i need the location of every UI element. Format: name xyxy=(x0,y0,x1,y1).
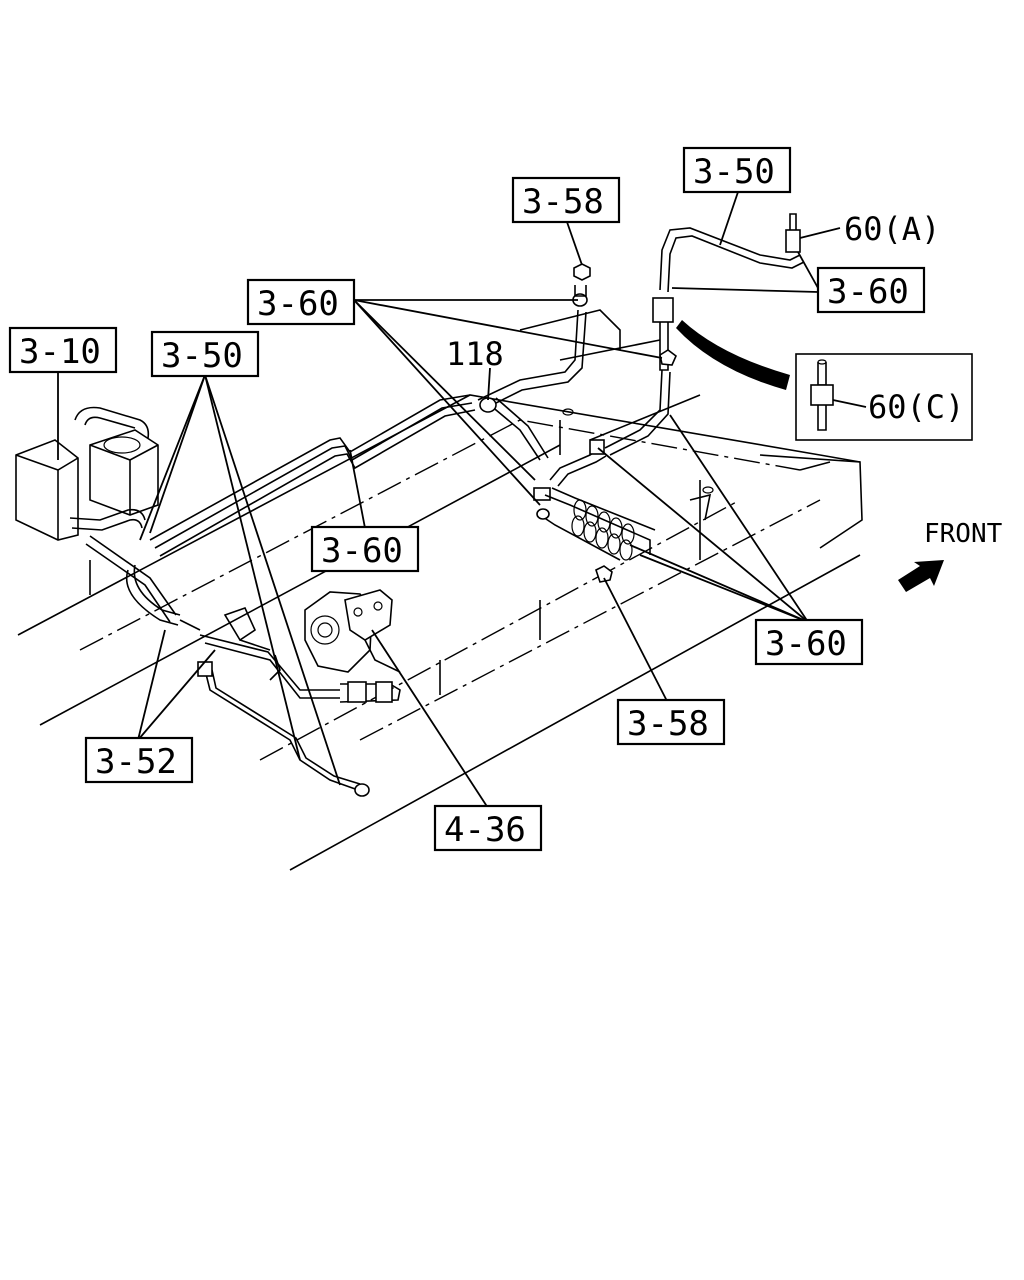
callout-3-52: 3-52 xyxy=(84,736,194,784)
coil-pipe xyxy=(571,499,635,561)
callout-3-58-top-text: 3-58 xyxy=(522,182,604,222)
callout-4-36-text: 4-36 xyxy=(444,810,526,850)
callout-3-50-left: 3-50 xyxy=(150,330,260,378)
leader-lines xyxy=(57,191,841,809)
fuel-tank xyxy=(15,406,159,541)
callout-3-10: 3-10 xyxy=(8,326,118,374)
injection-pump xyxy=(304,589,401,673)
callout-3-60-mid-text: 3-60 xyxy=(321,531,403,571)
callout-3-50-left-text: 3-50 xyxy=(161,336,243,376)
callout-3-60-left-text: 3-60 xyxy=(257,284,339,324)
callout-3-58-bottom: 3-58 xyxy=(616,698,726,746)
callout-3-60-right-top-text: 3-60 xyxy=(827,272,909,312)
front-arrow-icon xyxy=(898,560,944,592)
label-118: 118 xyxy=(446,335,504,373)
callout-3-50-top-text: 3-50 xyxy=(693,152,775,192)
callout-3-58-top: 3-58 xyxy=(511,176,621,224)
detail-arrow xyxy=(676,320,790,390)
front-label: FRONT xyxy=(924,519,1003,549)
callout-3-60-left: 3-60 xyxy=(246,278,356,326)
callout-3-52-text: 3-52 xyxy=(95,742,177,782)
callout-3-50-top: 3-50 xyxy=(682,146,792,194)
callout-3-60-right-text: 3-60 xyxy=(765,624,847,664)
callout-3-60-mid: 3-60 xyxy=(310,525,420,573)
detail-box-60c: 60(C) xyxy=(795,353,973,441)
label-60a: 60(A) xyxy=(844,210,940,248)
callout-3-60-right: 3-60 xyxy=(754,618,864,666)
front-indicator: FRONT xyxy=(898,519,1003,592)
label-60c: 60(C) xyxy=(868,388,964,426)
callout-3-10-text: 3-10 xyxy=(19,332,101,372)
callout-3-58-bottom-text: 3-58 xyxy=(627,704,709,744)
callout-3-60-right-top: 3-60 xyxy=(816,266,926,314)
fuel-pipes xyxy=(69,213,805,797)
callout-4-36: 4-36 xyxy=(433,804,543,852)
